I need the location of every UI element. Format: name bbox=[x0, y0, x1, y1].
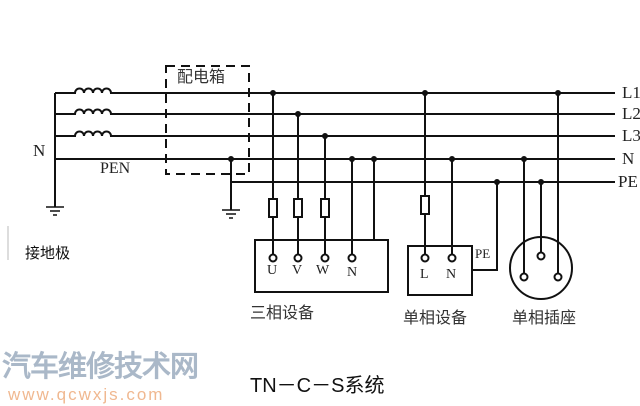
line-label-l2: L2 bbox=[622, 104, 640, 123]
terminal-l: L bbox=[420, 267, 429, 282]
three-phase-wiring bbox=[254, 93, 389, 293]
single-phase-equipment-label: 单相设备 bbox=[403, 308, 468, 327]
three-phase-equipment-label: 三相设备 bbox=[250, 303, 315, 322]
ground-symbol-source bbox=[46, 206, 64, 216]
ground-symbol-box bbox=[222, 209, 240, 219]
distribution-box-label: 配电箱 bbox=[177, 67, 226, 86]
line-label-l3: L3 bbox=[622, 126, 640, 145]
socket-wiring bbox=[509, 93, 573, 300]
junction-dots bbox=[228, 90, 561, 185]
line-label-pe: PE bbox=[618, 172, 638, 191]
pe-terminal-label: PE bbox=[475, 246, 491, 261]
line-label-l1: L1 bbox=[622, 83, 640, 102]
ground-electrode-label: 接地极 bbox=[25, 244, 71, 262]
transformer-coils bbox=[55, 87, 615, 137]
terminal-n-single: N bbox=[446, 267, 457, 282]
single-phase-socket-label: 单相插座 bbox=[512, 308, 577, 327]
terminal-u: U bbox=[267, 263, 278, 278]
line-label-n: N bbox=[622, 149, 635, 168]
single-phase-wiring bbox=[407, 93, 498, 296]
diagram-caption: TN－C－S系统 bbox=[250, 375, 385, 397]
distribution-box bbox=[165, 65, 250, 175]
watermark-name: 汽车维修技术网 bbox=[2, 349, 199, 383]
source-n-label: N bbox=[33, 141, 46, 160]
terminal-n: N bbox=[347, 265, 358, 280]
pen-label: PEN bbox=[100, 160, 131, 177]
terminal-w: W bbox=[316, 263, 330, 278]
terminal-v: V bbox=[292, 263, 303, 278]
watermark-url: www.qcwxjs.com bbox=[8, 385, 165, 404]
